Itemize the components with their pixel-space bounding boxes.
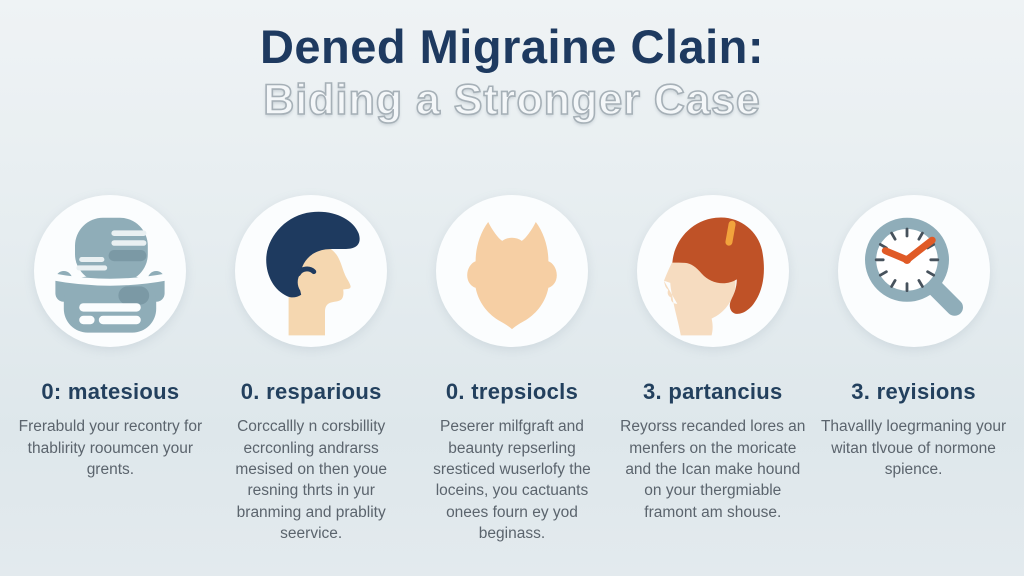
column-body: Corccallly n corsbillity ecrconling andr… — [235, 418, 388, 543]
infographic-columns: 0: matesious Frerabuld your recontry for… — [0, 195, 1024, 544]
header: Dened Migraine Clain: Biding a Stronger … — [0, 0, 1024, 125]
column-body: Peserer milfgraft and beaunty repserling… — [433, 418, 591, 543]
column-heading: 0: matesious — [41, 379, 180, 405]
column-body: Thavallly loegrmaning your witan tlvoue … — [820, 418, 1007, 479]
icon-circle — [636, 195, 789, 348]
icon-circle — [435, 195, 588, 348]
column-trepsiocls: 0. trepsiocls Peserer milfgraft and beau… — [412, 195, 613, 544]
column-heading: 3. reyisions — [851, 379, 976, 405]
icon-circle — [34, 195, 187, 348]
column-reyisions: 3. reyisions Thavallly loegrmaning your … — [813, 195, 1014, 544]
helmet-notes-icon — [48, 218, 173, 333]
column-body: Frerabuld your recontry for thablirity r… — [18, 418, 203, 479]
column-heading: 3. partancius — [642, 379, 783, 405]
page-subtitle: Biding a Stronger Case — [262, 76, 761, 126]
column-resparious: 0. resparious Corccallly n corsbillity e… — [211, 195, 412, 544]
column-heading: 0. trepsiocls — [445, 379, 579, 405]
column-body: Reyorss recanded lores an menfers on the… — [620, 418, 806, 521]
icon-circle — [837, 195, 990, 348]
page-title: Dened Migraine Clain: — [259, 20, 765, 73]
icon-circle — [235, 195, 388, 348]
face-outline-icon — [467, 222, 557, 330]
woman-profile-icon — [663, 217, 764, 336]
man-profile-icon — [266, 212, 360, 336]
column-matesious: 0: matesious Frerabuld your recontry for… — [10, 195, 211, 544]
column-partancius: 3. partancius Reyorss recanded lores an … — [612, 195, 813, 544]
clock-magnifier-icon — [864, 218, 963, 317]
column-heading: 0. resparious — [240, 379, 382, 405]
